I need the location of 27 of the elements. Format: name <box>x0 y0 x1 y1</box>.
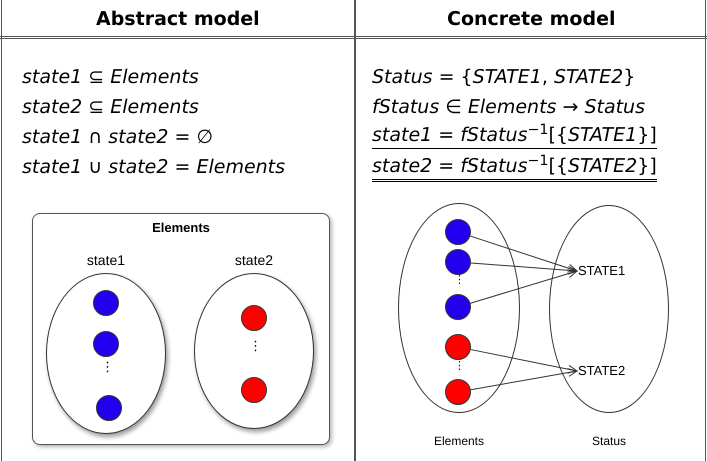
formula: state1 ∪ state2 = Elements <box>22 156 286 180</box>
set-title: Elements <box>151 219 211 237</box>
arrow <box>470 368 578 390</box>
arrow <box>470 236 578 272</box>
arrow <box>470 349 578 374</box>
formula: fStatus ∈ Elements → Status <box>372 96 645 120</box>
formula: state1 = fStatus$^{−1}$[{STATE1}] <box>372 124 657 149</box>
ellipsis-dots: ⋮ <box>249 339 262 356</box>
ellipsis-dots: ⋮ <box>101 360 114 376</box>
formula: state1 ⊆ Elements <box>22 66 199 90</box>
set-label: state2 <box>234 251 274 269</box>
set-label: Elements <box>432 433 486 449</box>
set-container <box>32 213 330 445</box>
status-value: STATE2 <box>578 361 642 381</box>
status-value: STATE1 <box>578 261 642 281</box>
ellipsis-dots: ⋮ <box>454 273 465 287</box>
ellipsis-dots: ⋮ <box>454 359 465 373</box>
set-label: Status <box>590 433 628 449</box>
arrow <box>470 269 578 304</box>
arrow <box>470 262 578 275</box>
formula: state2 = fStatus$^{−1}$[{STATE2}] <box>372 155 657 182</box>
column-header: Abstract model <box>96 8 260 32</box>
column-header: Concrete model <box>447 8 616 32</box>
formula: state1 ∩ state2 = ∅ <box>22 126 214 150</box>
formula: state2 ⊆ Elements <box>22 96 199 120</box>
formula: Status = {STATE1, STATE2} <box>372 66 636 90</box>
set-label: state1 <box>86 251 126 269</box>
